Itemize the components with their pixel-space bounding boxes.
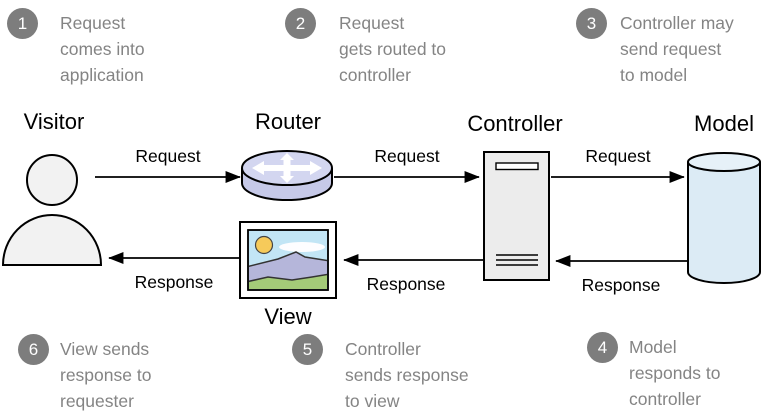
request-label-controller-model: Request	[585, 146, 651, 166]
router-label: Router	[254, 109, 322, 134]
step-4-text: Model responds to controller	[629, 337, 721, 409]
step-1-badge: 1	[7, 8, 38, 39]
step-2-badge: 2	[285, 8, 316, 39]
request-label-router-controller: Request	[374, 146, 440, 166]
step-2-text: Request gets routed to controller	[339, 13, 447, 85]
step-5-text: Controller sends response to view	[345, 339, 469, 411]
model-icon	[687, 152, 761, 284]
view-cloud	[279, 242, 325, 252]
router-vertical-arrow	[280, 153, 294, 183]
step-3-badge: 3	[576, 8, 607, 39]
request-label-visitor-router: Request	[135, 146, 201, 166]
step-6-text: View sends response to requester	[60, 339, 152, 411]
controller-icon	[483, 151, 550, 281]
step-5-badge: 5	[292, 334, 323, 365]
view-sun	[254, 235, 274, 255]
response-label-view-visitor: Response	[134, 272, 214, 292]
router-icon	[241, 150, 333, 201]
model-label: Model	[694, 111, 754, 136]
view-label: View	[264, 304, 312, 329]
view-icon	[239, 221, 337, 299]
step-6-badge: 6	[18, 334, 49, 365]
visitor-icon	[1, 154, 103, 266]
view-grass	[249, 273, 327, 289]
step-3-text: Controller may send request to model	[620, 13, 734, 85]
response-label-model-controller: Response	[581, 275, 661, 295]
step-4-badge: 4	[587, 332, 618, 363]
response-label-controller-view: Response	[366, 274, 446, 294]
step-1-text: Request comes into application	[60, 13, 145, 85]
flow-arrows	[95, 171, 687, 267]
visitor-label: Visitor	[23, 109, 85, 134]
controller-label: Controller	[467, 111, 563, 136]
